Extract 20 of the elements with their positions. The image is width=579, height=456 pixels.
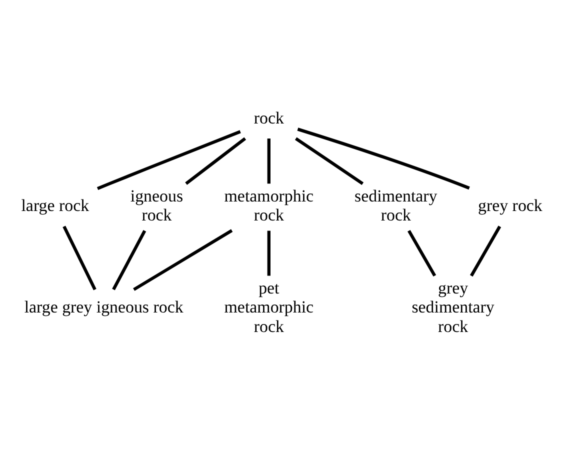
node-text: pet metamorphic rock: [224, 278, 314, 336]
connector: [185, 136, 246, 184]
connector: [294, 136, 364, 184]
connector: [267, 138, 270, 184]
connector: [62, 225, 96, 290]
node-text: large rock: [21, 196, 90, 215]
connector: [133, 228, 233, 290]
node-text: igneous rock: [130, 186, 184, 224]
node-text: large grey igneous rock: [24, 297, 184, 316]
connector: [470, 225, 502, 276]
node-text: grey sedimentary rock: [412, 278, 494, 336]
connector: [96, 130, 241, 190]
connector: [408, 229, 436, 276]
node-text: sedimentary rock: [354, 186, 438, 224]
connector: [112, 230, 146, 290]
node-text: grey rock: [478, 196, 542, 215]
connector: [297, 127, 470, 190]
node-text: metamorphic rock: [224, 186, 314, 224]
connector: [267, 230, 270, 276]
node-text: rock: [254, 108, 284, 127]
